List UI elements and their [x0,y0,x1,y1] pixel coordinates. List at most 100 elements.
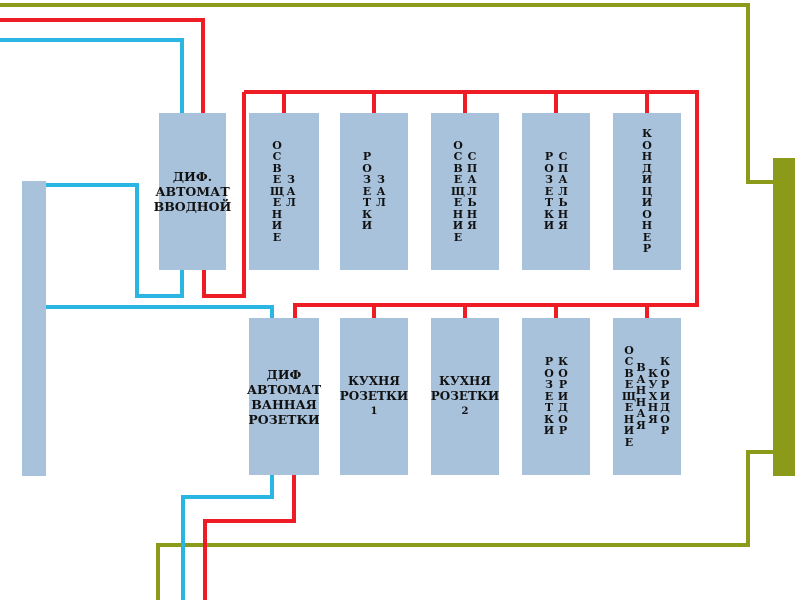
label-letter: С [272,150,282,164]
label-letter: К [362,207,373,221]
label-letter: Т [544,196,554,210]
label-letter: Е [272,230,282,244]
label-letter: К [544,412,555,426]
label-line: АВТОМАТ [155,184,230,199]
label-letter: П [466,161,478,175]
phase-wire-input-out [202,92,246,298]
label-letter: С [467,150,477,164]
label-letter: Е [642,230,652,244]
label-letter: О [558,366,568,380]
label-letter: Н [635,395,647,409]
label-letter: Н [557,207,569,221]
phase-wire-rcd-out [203,475,296,600]
label-letter: Е [453,173,463,187]
label-letter: О [624,343,634,357]
label-line: ДИФ [266,366,302,382]
label-letter: Л [558,184,568,198]
label-letter: Р [544,355,554,369]
label-letter: Н [647,401,659,415]
label-letter: Е [453,230,463,244]
neutral-wire-input-out [46,183,184,298]
label-letter: Н [466,207,478,221]
label-letter: Е [272,173,282,187]
label-line: ВАННАЯ [251,396,317,412]
label-letter: Ь [467,196,477,210]
label-letter: Е [544,389,554,403]
label-letter: Н [452,207,464,221]
ground-wire-top [0,3,774,184]
breaker-kitchen-sockets-1: КУХНЯ РОЗЕТКИ 1 [340,318,408,475]
label-letter: К [642,127,653,141]
label-letter: Щ [450,184,466,198]
label-line: КУХНЯ [439,374,491,388]
label-letter: З [545,378,553,392]
ground-wire-bottom [156,450,774,600]
label-letter: О [544,366,554,380]
label-letter: Л [286,196,296,210]
label-letter: И [641,196,653,210]
label-letter: У [648,378,658,392]
label-letter: К [558,355,569,369]
label-letter: В [453,161,463,175]
label-letter: К [660,355,671,369]
label-letter: И [543,219,555,233]
label-letter: Я [636,418,646,432]
label-letter: Х [648,389,658,403]
label-letter: А [467,173,477,187]
label-letter: И [623,424,635,438]
label-letter: Л [376,196,386,210]
label-letter: П [557,161,569,175]
label-letter: Р [660,378,670,392]
label-letter: А [286,184,296,198]
label-letter: О [453,138,463,152]
label-letter: З [545,173,553,187]
label-letter: З [287,173,295,187]
label-letter: О [272,138,282,152]
label-letter: Н [641,219,653,233]
label-letter: Е [453,196,463,210]
label-letter: Ь [558,196,568,210]
label-line: 1 [370,406,378,417]
label-line: 2 [461,406,469,417]
label-letter: Е [362,184,372,198]
label-letter: А [558,173,568,187]
label-line: АВТОМАТ [246,381,322,397]
label-letter: О [362,161,372,175]
label-letter: Т [544,401,554,415]
label-letter: О [660,412,670,426]
breaker-kitchen-sockets-2: КУХНЯ РОЗЕТКИ 2 [431,318,499,475]
neutral-busbar [22,181,46,476]
label-letter: И [641,173,653,187]
input-rcd-breaker: ДИФ. АВТОМАТ ВВОДНОЙ [154,113,231,270]
label-letter: О [642,138,652,152]
label-letter: Я [648,412,658,426]
label-letter: И [271,219,283,233]
label-letter: Ц [641,184,653,198]
label-letter: Щ [621,389,637,403]
label-letter: З [363,173,371,187]
bathroom-sockets-rcd-breaker: ДИФ АВТОМАТ ВАННАЯ РОЗЕТКИ [246,318,322,475]
label-line: ДИФ. [172,169,213,184]
label-letter: Е [624,401,634,415]
label-line: РОЗЕТКИ [248,411,320,427]
label-letter: С [558,150,568,164]
neutral-wire-input [0,38,184,113]
label-letter: Р [558,424,568,438]
kitchen-2-label: КУХНЯ РОЗЕТКИ 2 [431,374,499,419]
